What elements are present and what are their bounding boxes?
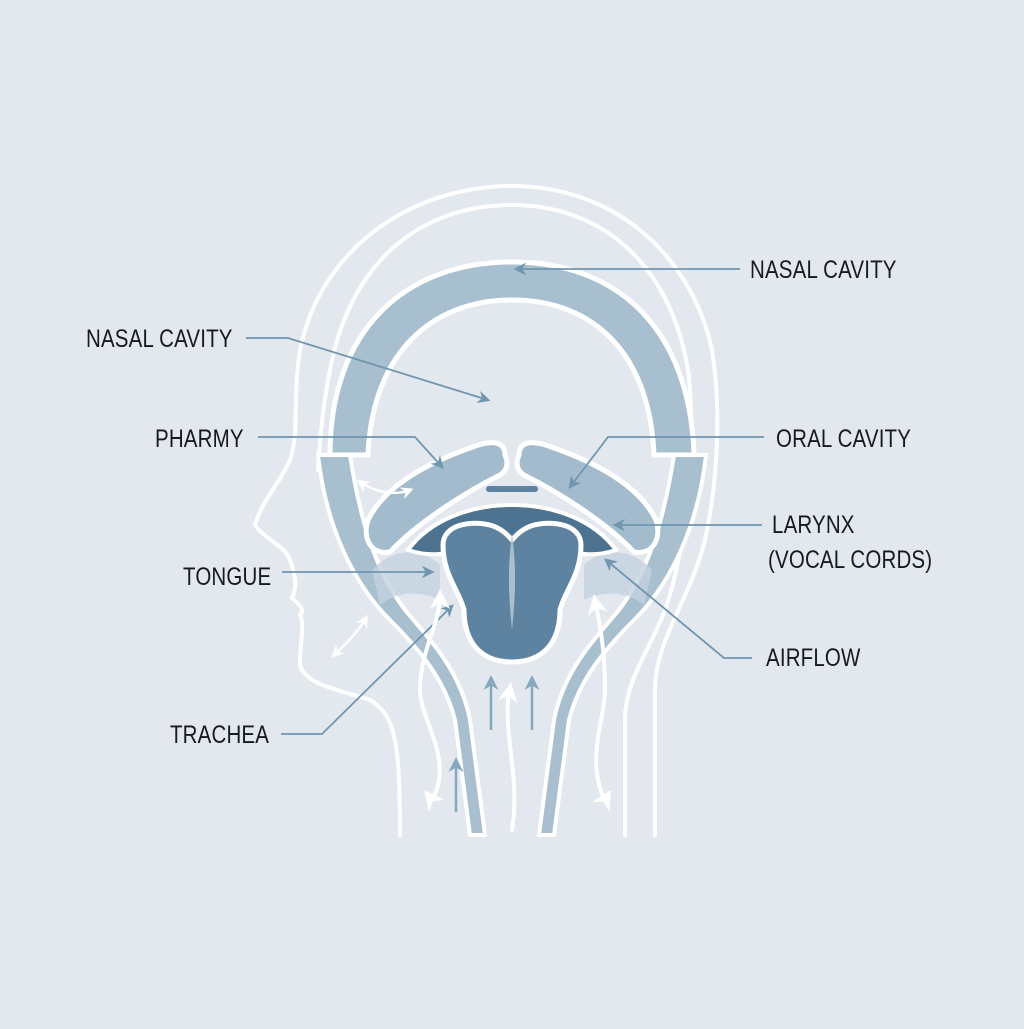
uvula-bar bbox=[486, 486, 538, 492]
label-nasal-cavity-left: NASAL CAVITY bbox=[86, 325, 233, 353]
tongue-median-groove bbox=[508, 535, 516, 630]
throat-region bbox=[584, 552, 652, 605]
leader-lines bbox=[246, 262, 764, 735]
leader-line-trachea bbox=[281, 604, 454, 735]
throat-region bbox=[372, 552, 440, 605]
label-tongue: TONGUE bbox=[183, 563, 272, 591]
label-trachea: TRACHEA bbox=[170, 721, 270, 749]
airflow-arrows-blue bbox=[448, 675, 540, 812]
leader-line-oral-cavity bbox=[568, 436, 764, 490]
leader-line-pharmy bbox=[258, 436, 444, 469]
label-oral-cavity: ORAL CAVITY bbox=[776, 425, 912, 453]
label-airflow: AIRFLOW bbox=[766, 644, 861, 672]
label-larynx: LARYNX bbox=[772, 511, 855, 539]
airflow-arrows-white bbox=[331, 479, 612, 832]
head-profile-outline bbox=[252, 183, 720, 837]
nasal-cavity-arch bbox=[327, 259, 697, 458]
label-vocal-cords: (VOCAL CORDS) bbox=[768, 546, 933, 574]
label-nasal-cavity-right: NASAL CAVITY bbox=[750, 256, 897, 284]
label-pharmy: PHARMY bbox=[155, 425, 244, 453]
leader-line-airflow bbox=[604, 558, 752, 659]
leader-line-nasal-cavity-left bbox=[246, 337, 491, 404]
